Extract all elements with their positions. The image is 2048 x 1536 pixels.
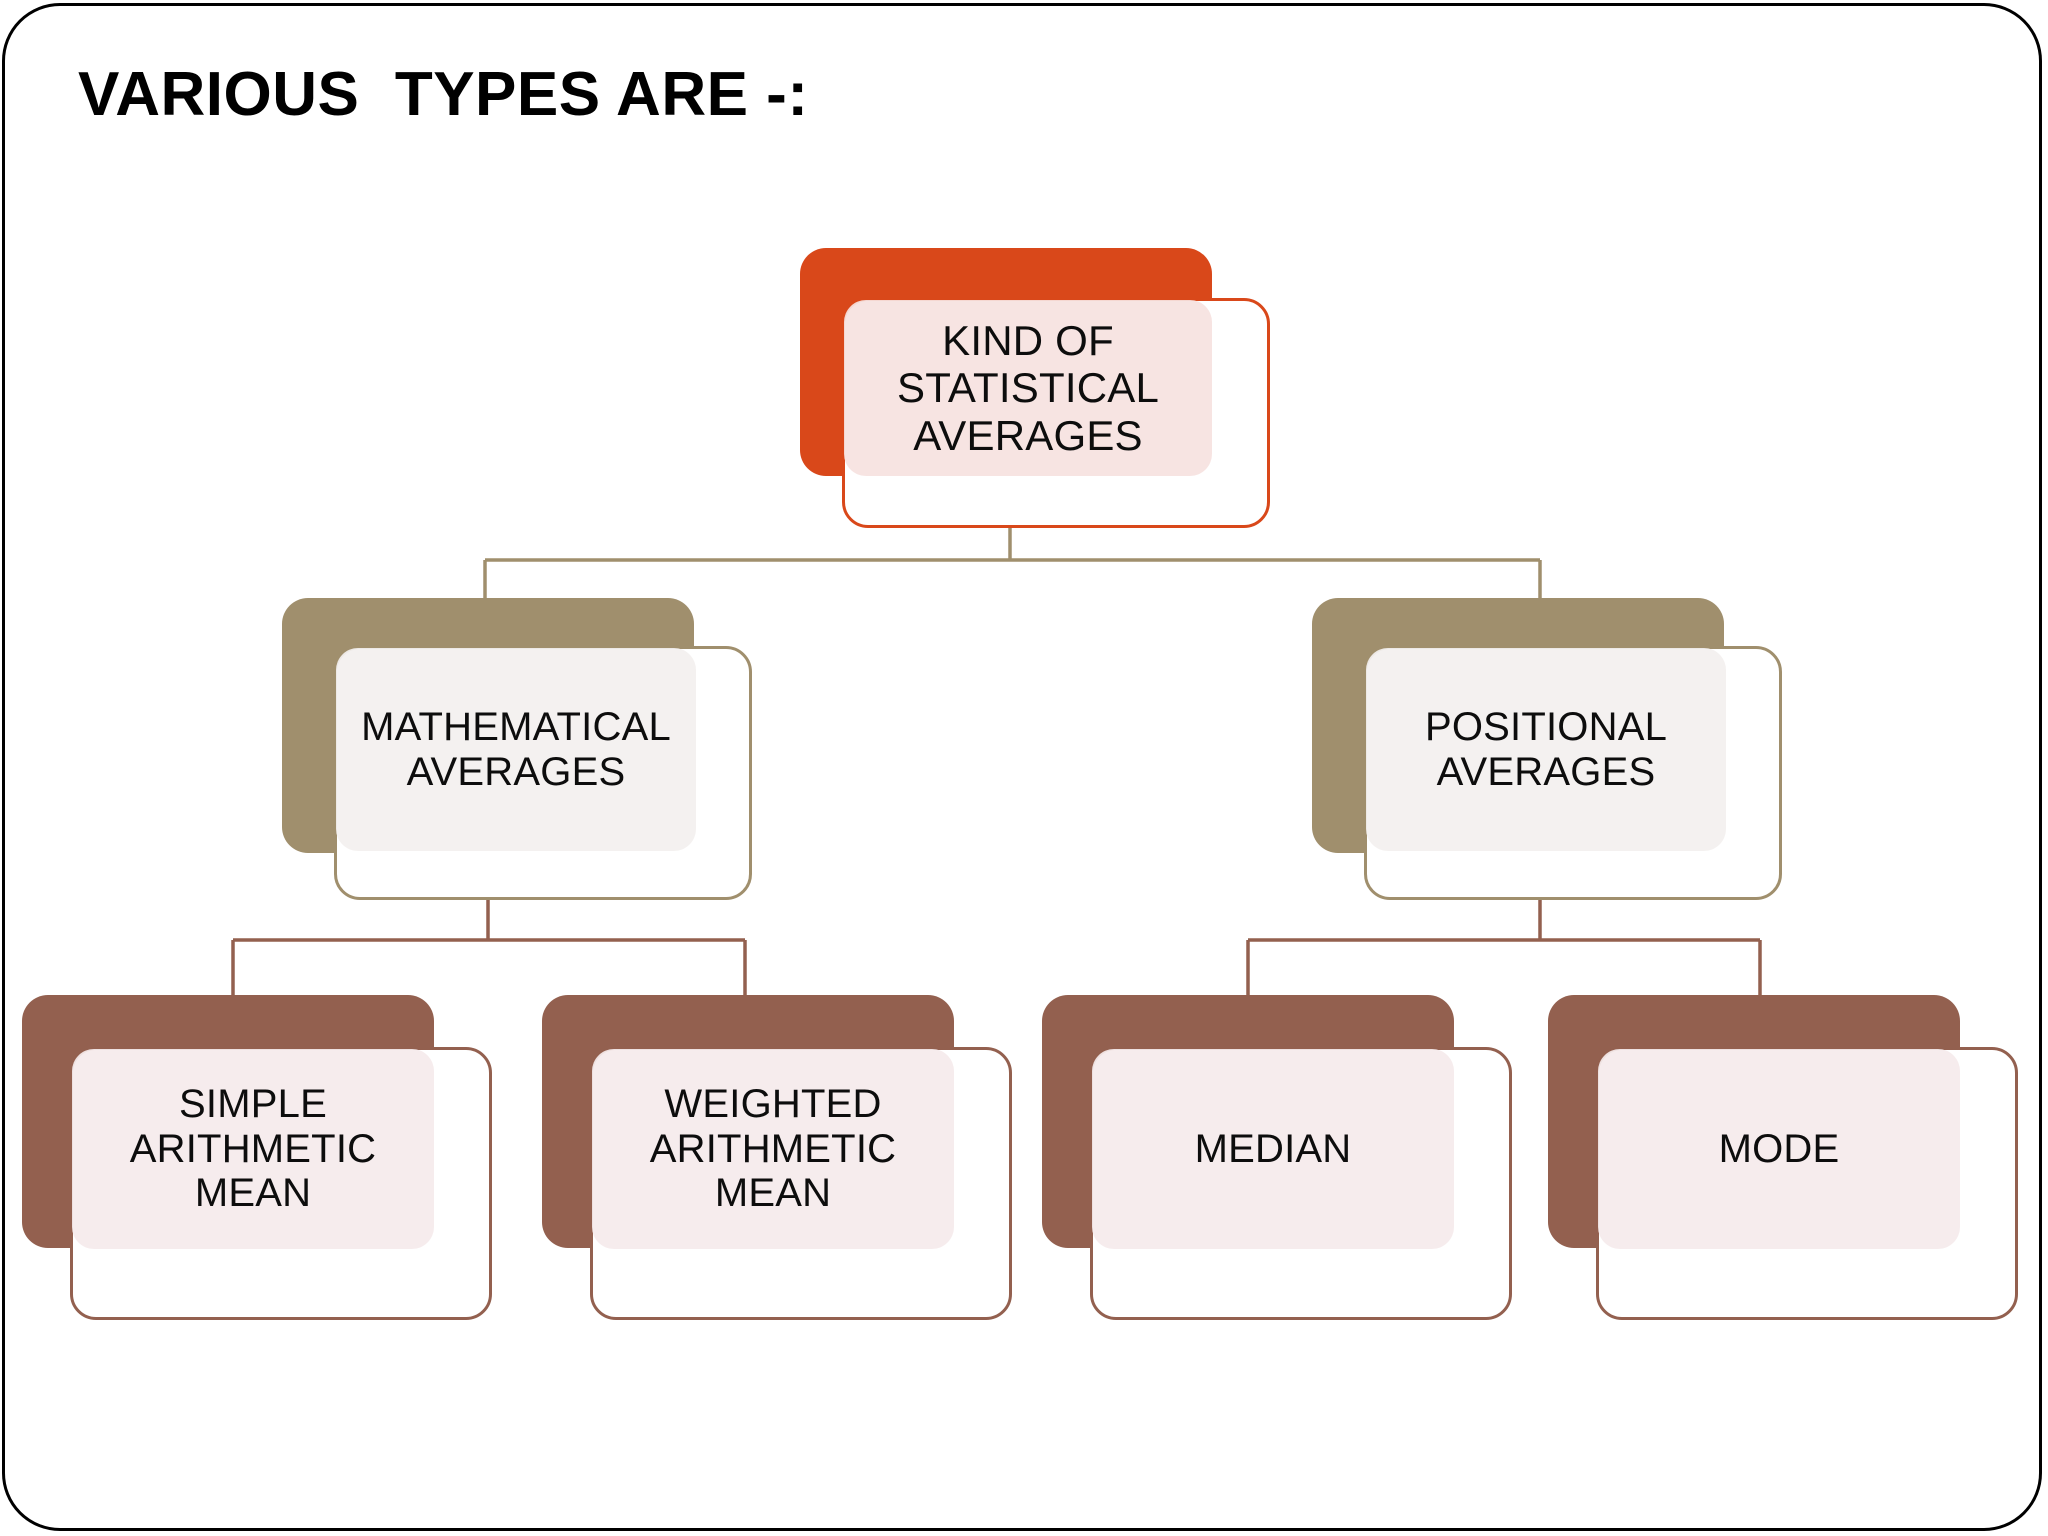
node-weighted-arithmetic-mean[interactable]: WEIGHTED ARITHMETIC MEAN	[542, 995, 1012, 1320]
node-fill-block: MEDIAN	[1092, 1049, 1454, 1249]
node-mathematical-averages[interactable]: MATHEMATICAL AVERAGES	[282, 598, 752, 900]
node-kind-of-statistical-averages[interactable]: KIND OF STATISTICAL AVERAGES	[800, 248, 1270, 528]
node-fill-block: POSITIONAL AVERAGES	[1366, 648, 1726, 851]
node-mode[interactable]: MODE	[1548, 995, 2018, 1320]
node-fill-block: MATHEMATICAL AVERAGES	[336, 648, 696, 851]
edge-root-to-level2	[483, 523, 1542, 599]
node-median[interactable]: MEDIAN	[1042, 995, 1512, 1320]
node-simple-arithmetic-mean[interactable]: SIMPLE ARITHMETIC MEAN	[22, 995, 492, 1320]
node-label: WEIGHTED ARITHMETIC MEAN	[649, 1081, 897, 1216]
node-fill-block: KIND OF STATISTICAL AVERAGES	[844, 300, 1212, 476]
node-label: SIMPLE ARITHMETIC MEAN	[129, 1081, 377, 1216]
node-fill-block: SIMPLE ARITHMETIC MEAN	[72, 1049, 434, 1249]
node-fill-block: WEIGHTED ARITHMETIC MEAN	[592, 1049, 954, 1249]
node-label: POSITIONAL AVERAGES	[1424, 704, 1668, 794]
node-label: KIND OF STATISTICAL AVERAGES	[896, 317, 1159, 459]
node-label: MEDIAN	[1194, 1126, 1352, 1171]
node-label: MATHEMATICAL AVERAGES	[361, 704, 671, 794]
edge-math-to-leaves	[231, 900, 747, 997]
page-title: VARIOUS TYPES ARE -:	[78, 60, 809, 129]
edge-positional-to-leaves	[1246, 900, 1762, 997]
node-label: MODE	[1718, 1126, 1840, 1171]
node-fill-block: MODE	[1598, 1049, 1960, 1249]
node-positional-averages[interactable]: POSITIONAL AVERAGES	[1312, 598, 1782, 900]
